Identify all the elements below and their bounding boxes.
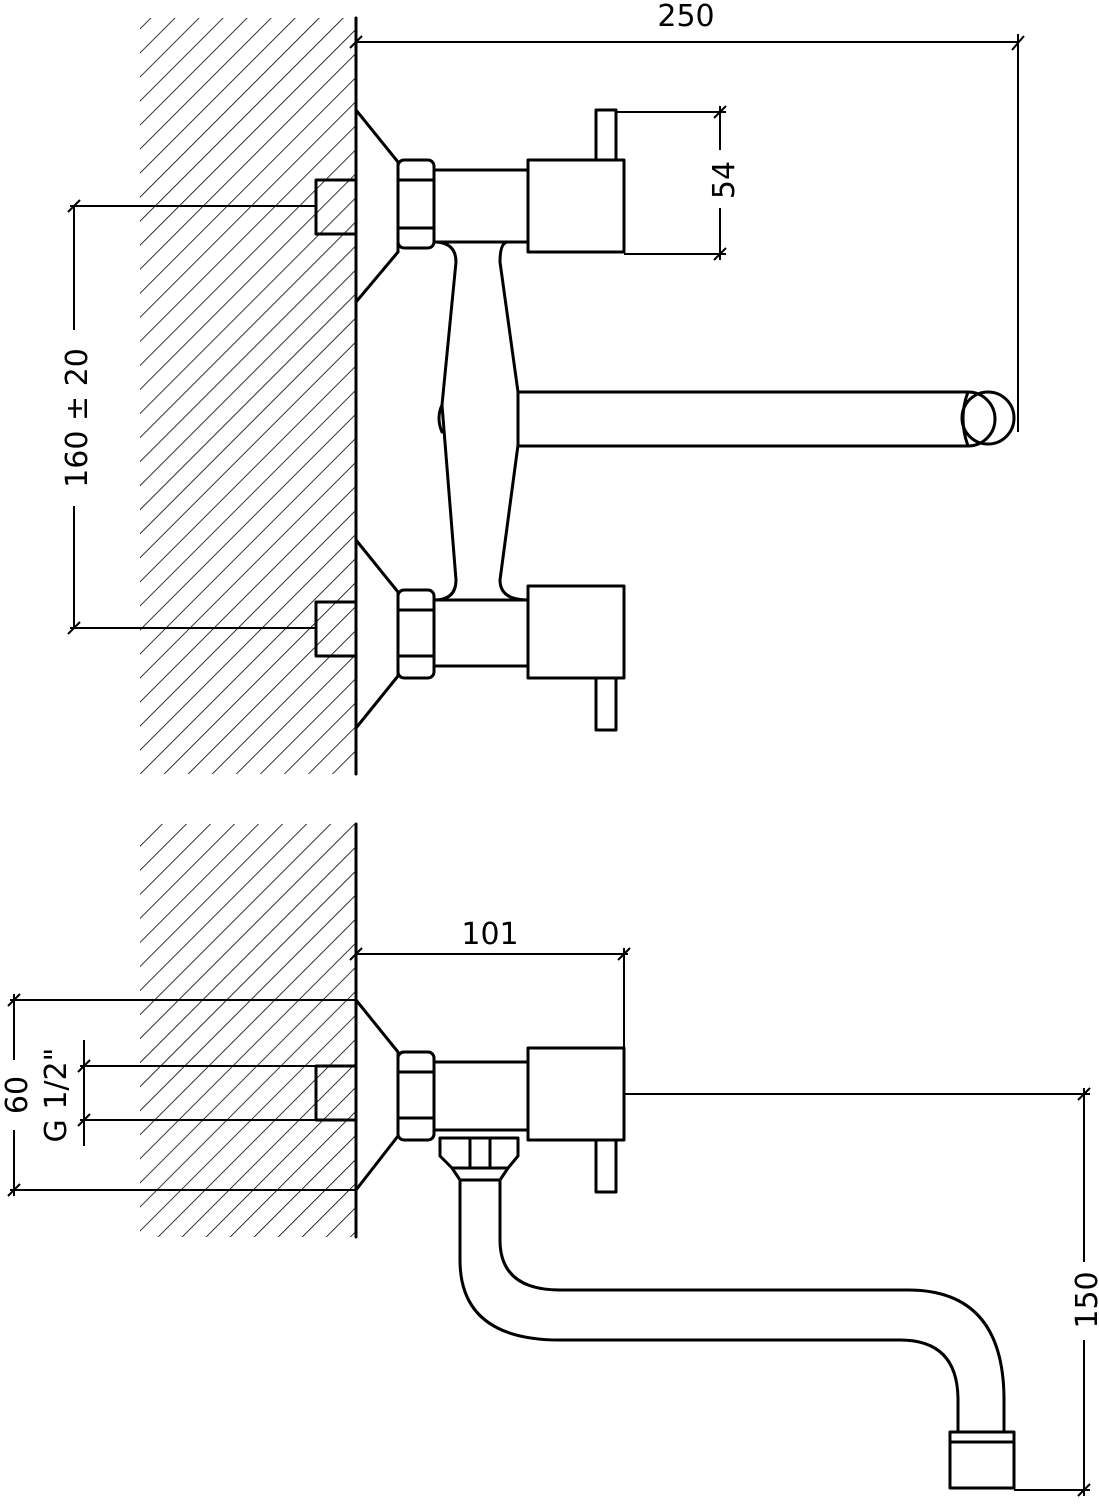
mixer-body <box>432 240 530 602</box>
dim-overall-reach: 250 <box>349 0 1025 432</box>
dim-label-thread: G 1/2" <box>39 1048 74 1143</box>
dim-label-101: 101 <box>461 917 518 952</box>
spout-tube <box>458 1178 1006 1434</box>
side-view: 101 60 G 1/2" 1 <box>0 822 1099 1497</box>
dim-label-60: 60 <box>0 1076 35 1114</box>
wall-hatch-bottom <box>140 824 356 1237</box>
side-handle <box>526 1046 626 1194</box>
dim-label-160: 160 ± 20 <box>60 348 95 488</box>
wall-hatch-top <box>140 18 356 774</box>
top-view: 250 54 160 ± 20 <box>60 0 1025 776</box>
spout-aerator <box>948 1430 1016 1490</box>
lower-connector <box>314 538 530 730</box>
dim-label-250: 250 <box>657 0 714 34</box>
spout-nut <box>438 1136 520 1182</box>
dim-spout-drop: 150 <box>624 1087 1099 1497</box>
dim-label-54: 54 <box>707 161 742 199</box>
dim-label-150: 150 <box>1070 1271 1099 1328</box>
side-connector <box>314 998 530 1192</box>
dim-body-projection: 101 <box>349 917 631 1048</box>
upper-handle <box>526 108 626 254</box>
lower-handle <box>526 584 626 732</box>
dim-thread-size: G 1/2" <box>39 1040 316 1146</box>
dim-wall-plate: 60 <box>0 993 356 1197</box>
spout-top-view <box>516 390 1016 448</box>
dim-handle-height: 54 <box>616 105 742 261</box>
dim-inlet-spacing: 160 ± 20 <box>60 199 316 635</box>
body-mark <box>437 403 444 434</box>
